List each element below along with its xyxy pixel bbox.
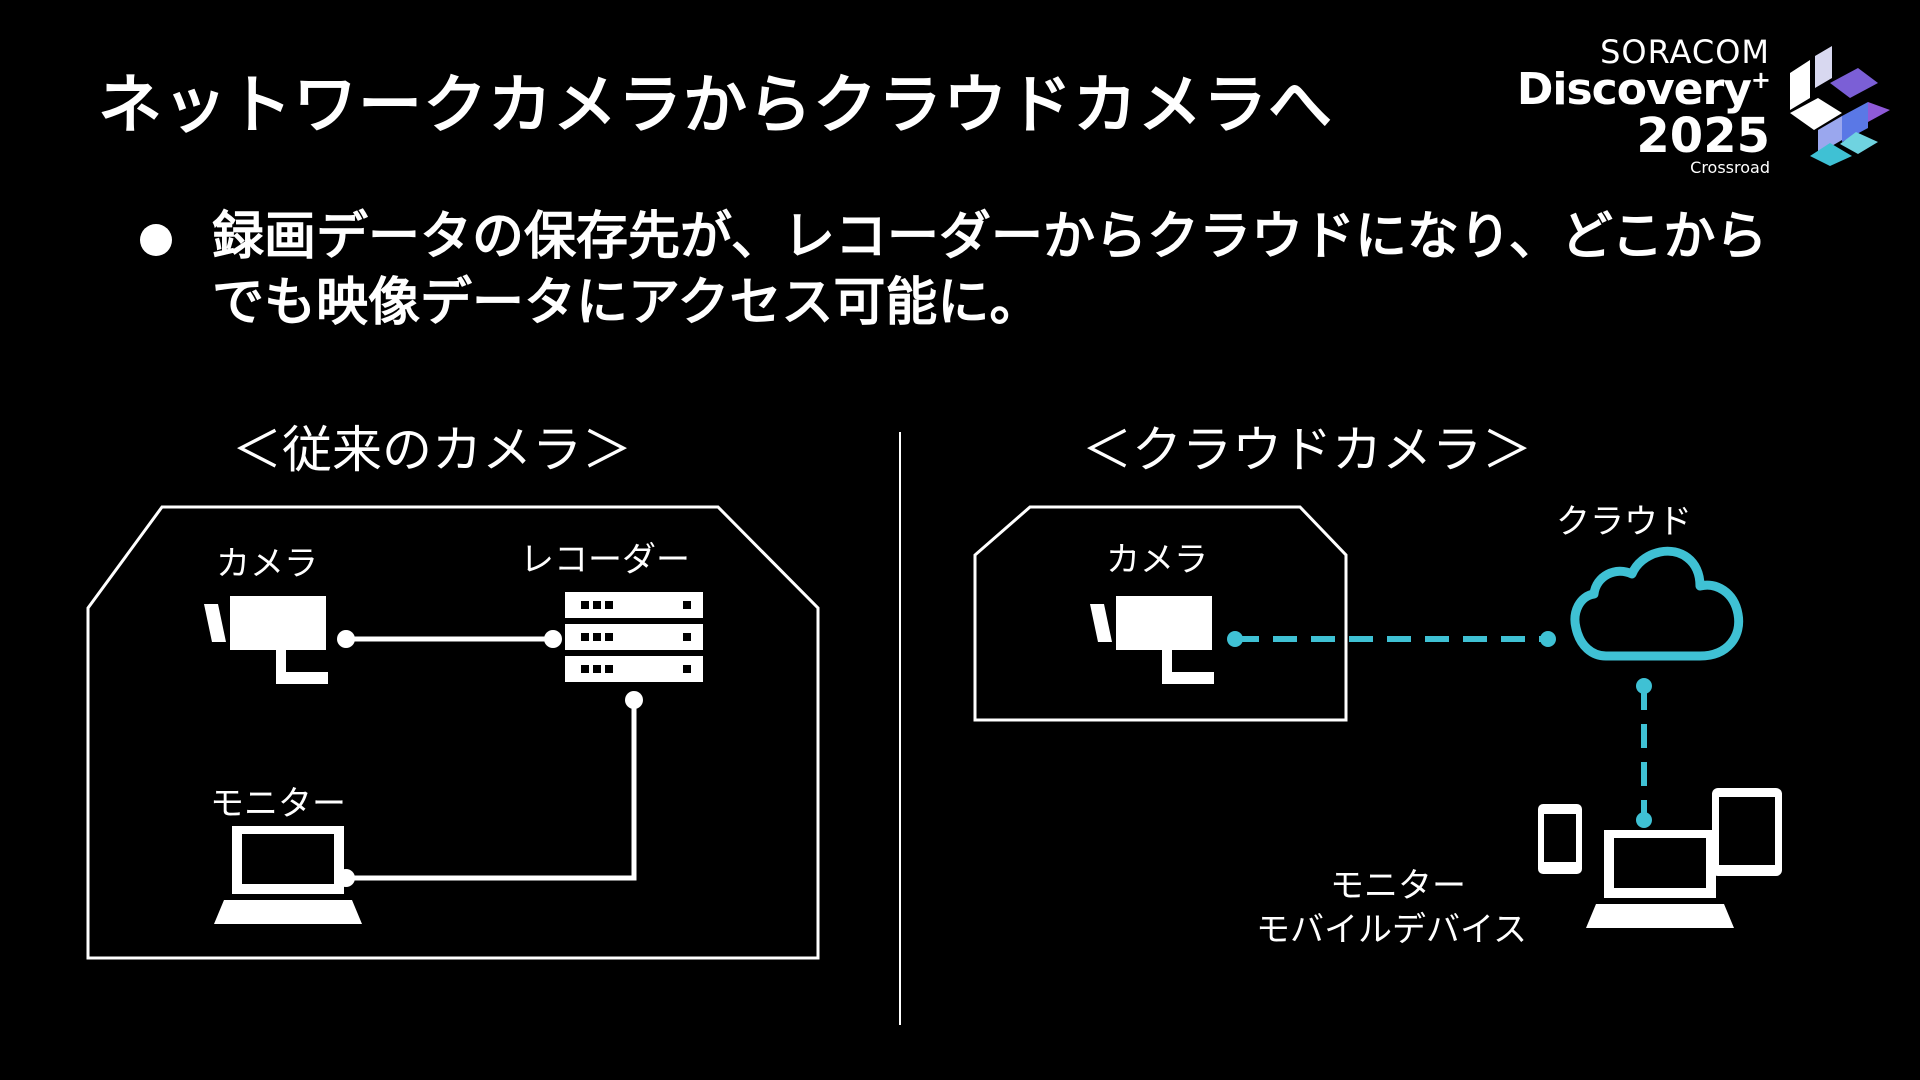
laptop-icon <box>1586 830 1734 928</box>
recorder-monitor-link <box>346 700 637 881</box>
cloud-site-outline <box>973 505 1348 722</box>
logo-subtitle: Crossroad <box>1690 158 1770 177</box>
mobile-device-label: モバイルデバイス <box>1256 910 1527 950</box>
slide-title: ネットワークカメラからクラウドカメラへ <box>98 69 1333 143</box>
cloud-heading: ＜クラウドカメラ＞ <box>1082 421 1532 479</box>
logo-product: Discovery <box>1516 64 1752 115</box>
legacy-monitor-icon <box>214 826 362 924</box>
cloud-camera-dot <box>1227 631 1243 647</box>
bullet-item: 録画データの保存先が、レコーダーからクラウドになり、どこからでも映像データにアク… <box>140 204 1860 336</box>
cloud-camera-icon <box>1090 596 1214 684</box>
legacy-camera-label: カメラ <box>216 544 318 584</box>
monitor-in-dot <box>337 869 355 887</box>
logo-brand: SORACOM <box>1600 33 1770 71</box>
logo-year: 2025 <box>1636 108 1770 164</box>
cloud-label: クラウド <box>1556 502 1692 542</box>
legacy-heading: ＜従来のカメラ＞ <box>232 421 632 479</box>
legacy-site-outline <box>86 505 820 960</box>
recorder-label: レコーダー <box>520 540 690 580</box>
cloud-camera-label: カメラ <box>1106 540 1208 580</box>
recorder-out-dot <box>625 691 643 709</box>
logo-plus: + <box>1750 66 1771 94</box>
smartphone-icon <box>1538 804 1582 874</box>
camera-link-dot <box>337 630 355 648</box>
logo-mark-icon <box>1790 46 1890 166</box>
cloud-out-dot <box>1636 678 1652 694</box>
bullet-text: 録画データの保存先が、レコーダーからクラウドになり、どこからでも映像データにアク… <box>212 207 1768 333</box>
cloud-monitor-label: モニター <box>1330 866 1466 906</box>
tablet-icon <box>1712 788 1782 876</box>
legacy-monitor-label: モニター <box>210 784 346 824</box>
legacy-camera-icon <box>204 596 328 684</box>
soracom-discovery-logo: SORACOM Discovery+ 2025 Crossroad <box>1490 30 1900 176</box>
recorder-icon <box>565 592 703 682</box>
device-in-dot <box>1636 812 1652 828</box>
cloud-in-dot <box>1540 631 1556 647</box>
bullet-dot <box>140 224 172 256</box>
recorder-link-dot <box>544 630 562 648</box>
cloud-icon <box>1570 546 1744 661</box>
